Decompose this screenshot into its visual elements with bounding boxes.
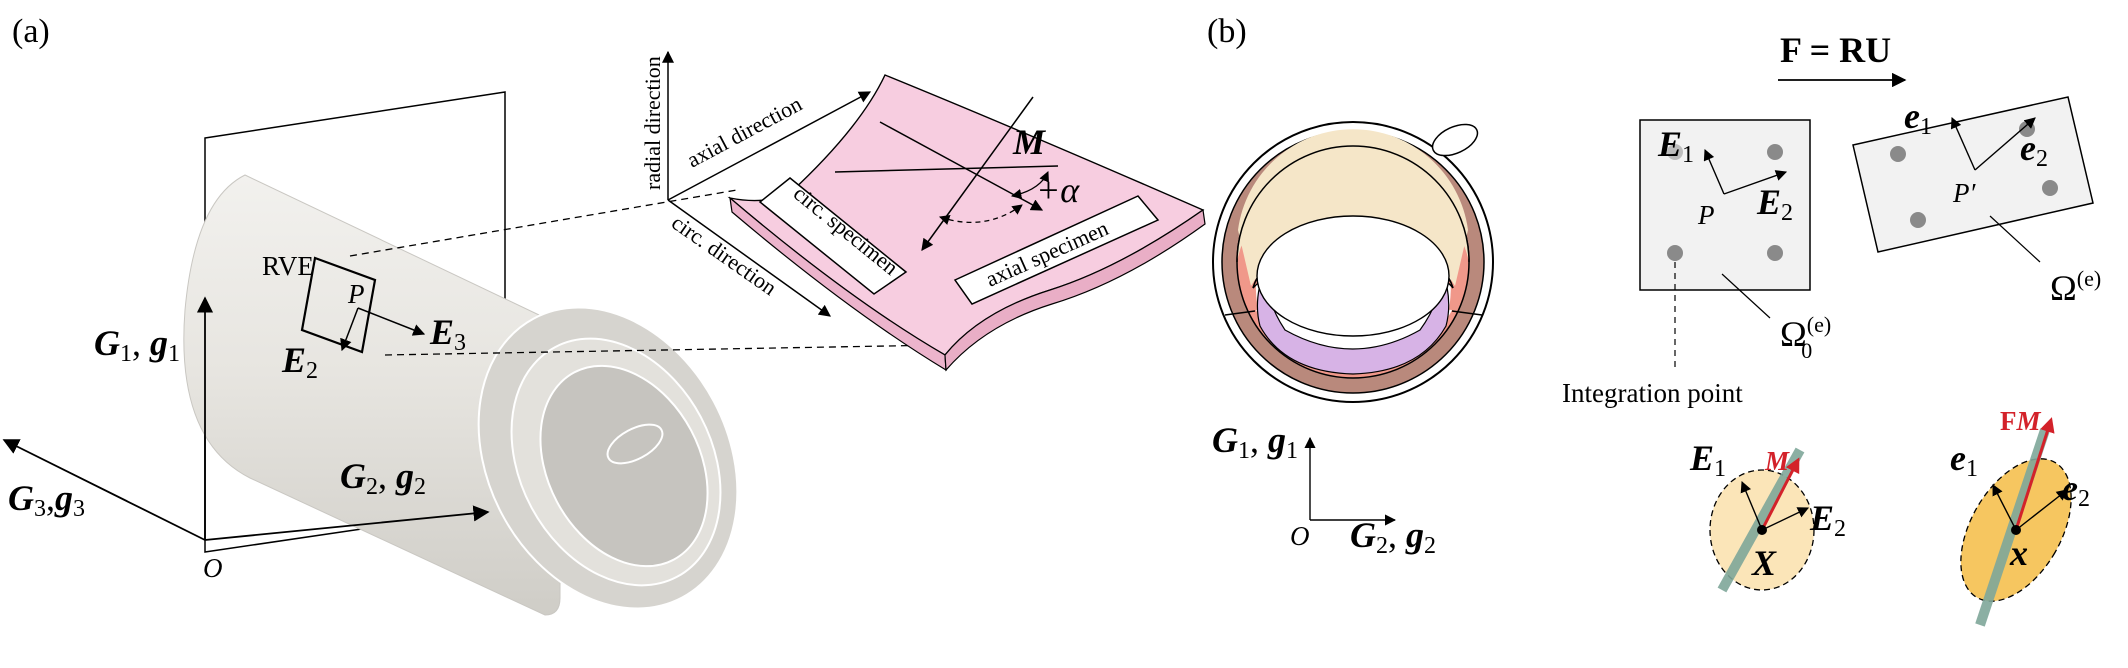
- panel-a-label: (a): [12, 13, 50, 50]
- panel-b: (b) G1, g1 G2, g2 O F = RU: [1207, 13, 2101, 627]
- rve-projection-bottom: [384, 344, 944, 356]
- rve-projection-top: [349, 189, 738, 257]
- cur-ip-4: [2042, 180, 2058, 196]
- ref-omega-label: Ω(e)0: [1780, 312, 1831, 363]
- artery-cross-section: [1212, 121, 1494, 403]
- current-fiber-ellipse: [1960, 417, 2072, 627]
- ell-cur-fm-label: FM: [2000, 406, 2042, 436]
- panel-b-label: (b): [1207, 13, 1247, 50]
- cur-fiber-red-arrow: [2014, 417, 2055, 531]
- axial-axis: [667, 91, 872, 201]
- e2-arrow: [340, 307, 359, 352]
- ell-ref-e2-arrow: [1761, 507, 1810, 531]
- angle-arc-upper: [1010, 171, 1049, 200]
- cur-ip-1: [1890, 146, 1906, 162]
- circ-specimen-strip: [758, 177, 908, 295]
- current-element: [1852, 96, 2094, 253]
- ref-e1-label: E1: [1657, 124, 1694, 168]
- ref-point-label: P: [1697, 200, 1715, 230]
- e2-label: E2: [281, 340, 318, 384]
- g2-axis: [204, 505, 490, 541]
- ref-ip-1: [1667, 144, 1683, 160]
- ell-cur-e1-label: e1: [1950, 438, 1978, 482]
- radial-direction-label: radial direction: [640, 56, 665, 190]
- ell-cur-e2-arrow: [2015, 489, 2068, 531]
- ell-ref-e1-label: E1: [1689, 438, 1726, 482]
- axial-specimen-strip: [953, 195, 1160, 305]
- e3-arrow: [357, 307, 426, 336]
- axial-reference-line: [834, 165, 1059, 173]
- ref-ip-4: [1767, 245, 1783, 261]
- ref-e2-label: E2: [1756, 182, 1793, 226]
- ell-cur-e1-arrow: [1992, 484, 2017, 531]
- e3-label: E3: [429, 312, 466, 356]
- b-g1-label: G1, g1: [1212, 420, 1298, 464]
- fiber-label: M: [1012, 122, 1047, 162]
- cur-omega-leader: [1989, 215, 2041, 263]
- ref-e1-arrow: [1703, 148, 1725, 195]
- ref-ip-2: [1767, 144, 1783, 160]
- rve-square: [300, 256, 377, 354]
- g3-label: G3,g3: [8, 478, 85, 522]
- cur-e2-arrow: [1974, 117, 2036, 171]
- cur-e2-label: e2: [2020, 128, 2048, 172]
- b-origin-label: O: [1290, 521, 1310, 551]
- cur-e1-label: e1: [1904, 96, 1932, 140]
- ell-ref-m-label: M: [1764, 446, 1790, 476]
- ell-ref-e2-label: E2: [1809, 498, 1846, 542]
- ell-ref-e1-arrow: [1740, 480, 1763, 531]
- g3-axis: [2, 439, 206, 541]
- cur-point-label: P′: [1952, 178, 1976, 208]
- cur-omega-label: Ω(e): [2050, 266, 2101, 308]
- rve-point-label: P: [347, 279, 365, 309]
- g1-label: G1, g1: [94, 323, 180, 367]
- origin-a-label: O: [203, 553, 223, 583]
- ref-e2-arrow: [1723, 170, 1788, 195]
- ref-omega-leader: [1721, 273, 1771, 319]
- panel-a: (a) RVE P E2 E3 G1, g1 G2, g2 G3,g3 O: [2, 13, 1206, 616]
- integration-point-label: Integration point: [1562, 378, 1743, 408]
- ref-fiber-red-arrow: [1760, 457, 1800, 531]
- cur-ip-3: [1910, 212, 1926, 228]
- b-g2-label: G2, g2: [1350, 515, 1436, 559]
- ref-ip-3: [1667, 245, 1683, 261]
- decomposition-label: F = RU: [1780, 30, 1891, 70]
- ell-cur-e2-label: e2: [2062, 468, 2090, 512]
- ell-ref-x-label: X: [1751, 543, 1777, 583]
- artery-cylinder: [183, 174, 739, 616]
- angle-arc-lower: [939, 204, 1023, 225]
- reference-fiber-ellipse: [1709, 447, 1815, 593]
- ell-cur-x-label: x: [2009, 533, 2028, 573]
- angle-label: +α: [1036, 170, 1080, 210]
- axial-direction-label: axial direction: [683, 91, 806, 172]
- g2-label: G2, g2: [340, 456, 426, 500]
- rve-label: RVE: [262, 251, 314, 281]
- cur-e1-arrow: [1950, 116, 1976, 171]
- circ-axis: [667, 199, 831, 317]
